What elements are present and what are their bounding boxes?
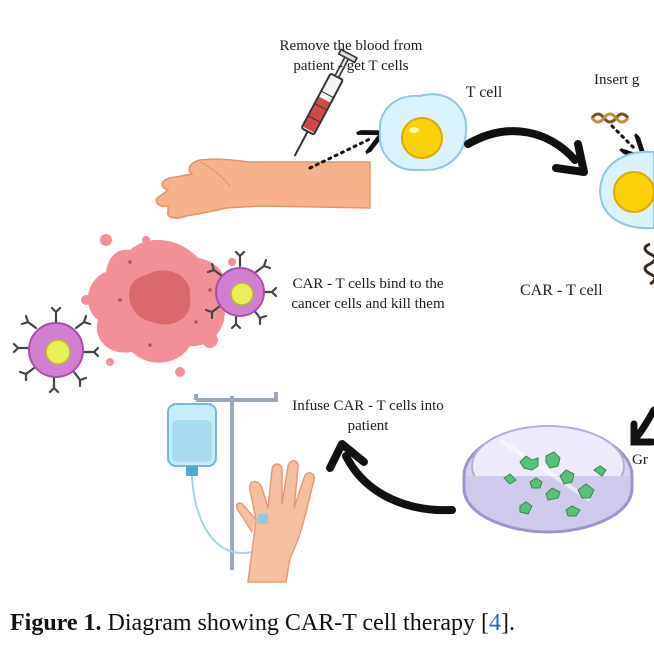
infuse-label: Infuse CAR - T cells into patient <box>292 398 444 435</box>
remove-blood-label: Remove the blood from patient - get T ce… <box>279 38 423 75</box>
collection-dotted-arrow <box>308 138 372 170</box>
process-arrow <box>464 127 588 176</box>
caption-end: ]. <box>501 610 516 636</box>
t-cell-icon <box>378 93 468 172</box>
syringe-icon <box>293 48 359 157</box>
growth-arrow-partial <box>630 406 654 446</box>
caption-text: Diagram showing CAR-T cell therapy [ <box>101 610 490 636</box>
insert-gene-label: Insert g <box>594 72 640 88</box>
modified-t-cell-icon <box>598 150 654 230</box>
petri-dish-icon <box>462 425 634 534</box>
patient-hand-illustration <box>235 460 315 583</box>
car-t-cell-label: CAR - T cell <box>520 282 603 299</box>
dna-gene-icon <box>590 112 630 124</box>
grow-label: Gr <box>632 452 648 468</box>
patient-arm-illustration <box>155 158 371 219</box>
t-cell-label: T cell <box>465 84 503 101</box>
figure-number: Figure 1. <box>10 610 102 636</box>
citation-link[interactable]: 4 <box>489 610 502 636</box>
car-receptor-icon <box>643 242 654 286</box>
car-t-cell-left-icon <box>12 306 100 394</box>
car-t-cell-attacking-icon <box>204 250 278 330</box>
gene-insert-dotted-arrow <box>610 124 636 150</box>
infusion-arrow <box>326 440 456 515</box>
cancer-cell-icon <box>81 234 236 377</box>
figure-caption: Figure 1. Diagram showing CAR-T cell the… <box>10 610 650 637</box>
bind-kill-label: CAR - T cells bind to the cancer cells a… <box>291 276 445 313</box>
iv-drip-illustration <box>167 392 278 570</box>
